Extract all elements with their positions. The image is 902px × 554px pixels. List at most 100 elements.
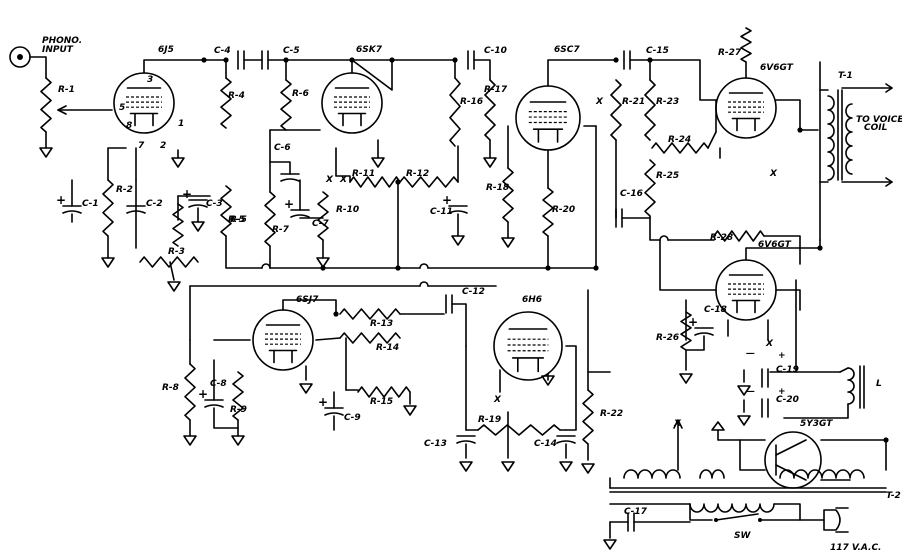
capacitor-8: +C-9 xyxy=(318,395,361,423)
resistor-7: R-8 xyxy=(162,363,196,421)
resistor-3: R-4 xyxy=(220,77,245,129)
ground-symbol xyxy=(737,415,751,426)
resistor-label: R-10 xyxy=(336,205,359,215)
tube-envelope xyxy=(515,85,581,151)
resistor-label: R-12 xyxy=(406,169,429,179)
resistor-label: R-6 xyxy=(292,89,309,99)
capacitor-3: C-4 xyxy=(214,46,245,70)
ground-symbol xyxy=(371,157,385,168)
heater-mark: X xyxy=(769,169,778,179)
capacitor-label: C-19 xyxy=(776,365,799,375)
ground-symbol xyxy=(231,435,245,446)
resistor-label: R-21 xyxy=(622,97,645,107)
ground-symbol xyxy=(501,461,515,472)
minus-sign: — xyxy=(746,349,755,359)
tube-v-6sj7: 6SJ7 xyxy=(252,295,319,371)
ground-symbol xyxy=(171,157,185,168)
heater-mark: X xyxy=(339,175,348,185)
capacitor-17: +C-18 xyxy=(688,305,727,336)
wiring xyxy=(29,56,893,539)
wire xyxy=(685,335,705,351)
capacitor-0: +C-1 xyxy=(56,193,99,214)
cathode-heater xyxy=(731,299,761,314)
tube-label: 6SC7 xyxy=(554,45,580,55)
output-label: COIL xyxy=(864,123,888,133)
tube-envelope xyxy=(715,77,777,139)
capacitor-11: C-12 xyxy=(445,287,485,314)
wire xyxy=(473,59,491,81)
capacitor-18: C-19 xyxy=(761,365,799,388)
plus-sign: + xyxy=(442,193,452,207)
cathode-heater xyxy=(129,112,159,127)
plus-sign: + xyxy=(284,197,294,211)
capacitor-16: C-17 xyxy=(624,507,648,532)
tube-v-5y3gt: 5Y3GT xyxy=(764,419,833,489)
resistor-label: R-20 xyxy=(552,205,575,215)
resistor-label: R-25 xyxy=(656,171,679,181)
tube-label: 5Y3GT xyxy=(800,419,833,429)
resistor-15: R-16 xyxy=(449,77,483,147)
junction-dot xyxy=(320,265,326,271)
ground-symbol xyxy=(737,385,751,396)
plus-sign: + xyxy=(778,351,786,361)
wire xyxy=(839,367,849,373)
input-label: INPUT xyxy=(42,45,74,55)
cathode-heater xyxy=(731,117,761,132)
wire xyxy=(547,59,617,87)
tube-v-6j5: 6J5 xyxy=(113,45,175,134)
tube-label: 6SK7 xyxy=(356,45,383,55)
resistor-label: R-5 xyxy=(230,215,247,225)
resistor-16: R-17 xyxy=(484,79,508,141)
wire-crossover xyxy=(419,263,429,269)
tube-envelope xyxy=(113,72,175,134)
heater-arrow xyxy=(673,419,683,429)
output-arrows xyxy=(885,83,893,187)
capacitor-label: C-7 xyxy=(312,219,329,229)
tube-label: 6H6 xyxy=(522,295,542,305)
capacitor-label: C-20 xyxy=(776,395,799,405)
resistor-label: R-22 xyxy=(600,409,623,419)
resistor-5: R-6 xyxy=(280,79,309,131)
capacitor-label: C-16 xyxy=(620,189,643,199)
tube-envelope xyxy=(321,72,383,134)
output-label: TO VOICE xyxy=(856,115,902,125)
resistor-21: R-22 xyxy=(582,389,623,445)
phono-input-jack: PHONO.INPUT xyxy=(9,36,82,68)
resistor-4: R-5 xyxy=(220,185,245,237)
wire xyxy=(820,439,887,471)
junction-dot xyxy=(201,57,207,63)
cathode-heater xyxy=(337,112,367,127)
tube-label: 6V6GT xyxy=(760,63,794,73)
tube-v-6sk7: 6SK7 xyxy=(321,45,383,134)
resistor-22: R-23 xyxy=(644,79,679,141)
resistor-label: R-23 xyxy=(656,97,679,107)
resistor-13: R-14 xyxy=(339,332,401,353)
wire xyxy=(649,215,661,241)
junction-dot xyxy=(817,245,823,251)
capacitor-label: C-15 xyxy=(646,46,669,56)
transformer-label: T-1 xyxy=(838,71,853,81)
wire xyxy=(775,289,801,311)
capacitor-label: C-18 xyxy=(704,305,727,315)
wire xyxy=(29,56,47,79)
capacitor-label: C-11 xyxy=(430,207,453,217)
cathode-heater xyxy=(532,128,564,143)
resistor-label: R-18 xyxy=(486,183,509,193)
wire xyxy=(335,147,351,183)
resistor-25: R-26 xyxy=(656,311,692,351)
wire xyxy=(629,59,651,81)
resistor-label: R-5 xyxy=(228,215,245,225)
junction-dot xyxy=(283,57,289,63)
wire xyxy=(689,503,713,521)
tube-v-6sc7: 6SC7 xyxy=(515,45,581,151)
resistor-label: R-7 xyxy=(272,225,290,235)
wire xyxy=(143,59,227,79)
resistor-label: R-13 xyxy=(370,319,393,329)
capacitor-12: C-13 xyxy=(424,435,476,449)
resistor-label: R-26 xyxy=(656,333,679,343)
capacitor-9: C-10 xyxy=(467,46,507,70)
capacitor-1: C-2 xyxy=(126,199,163,214)
resistor-label: R-16 xyxy=(460,97,483,107)
junction-dot xyxy=(452,57,458,63)
